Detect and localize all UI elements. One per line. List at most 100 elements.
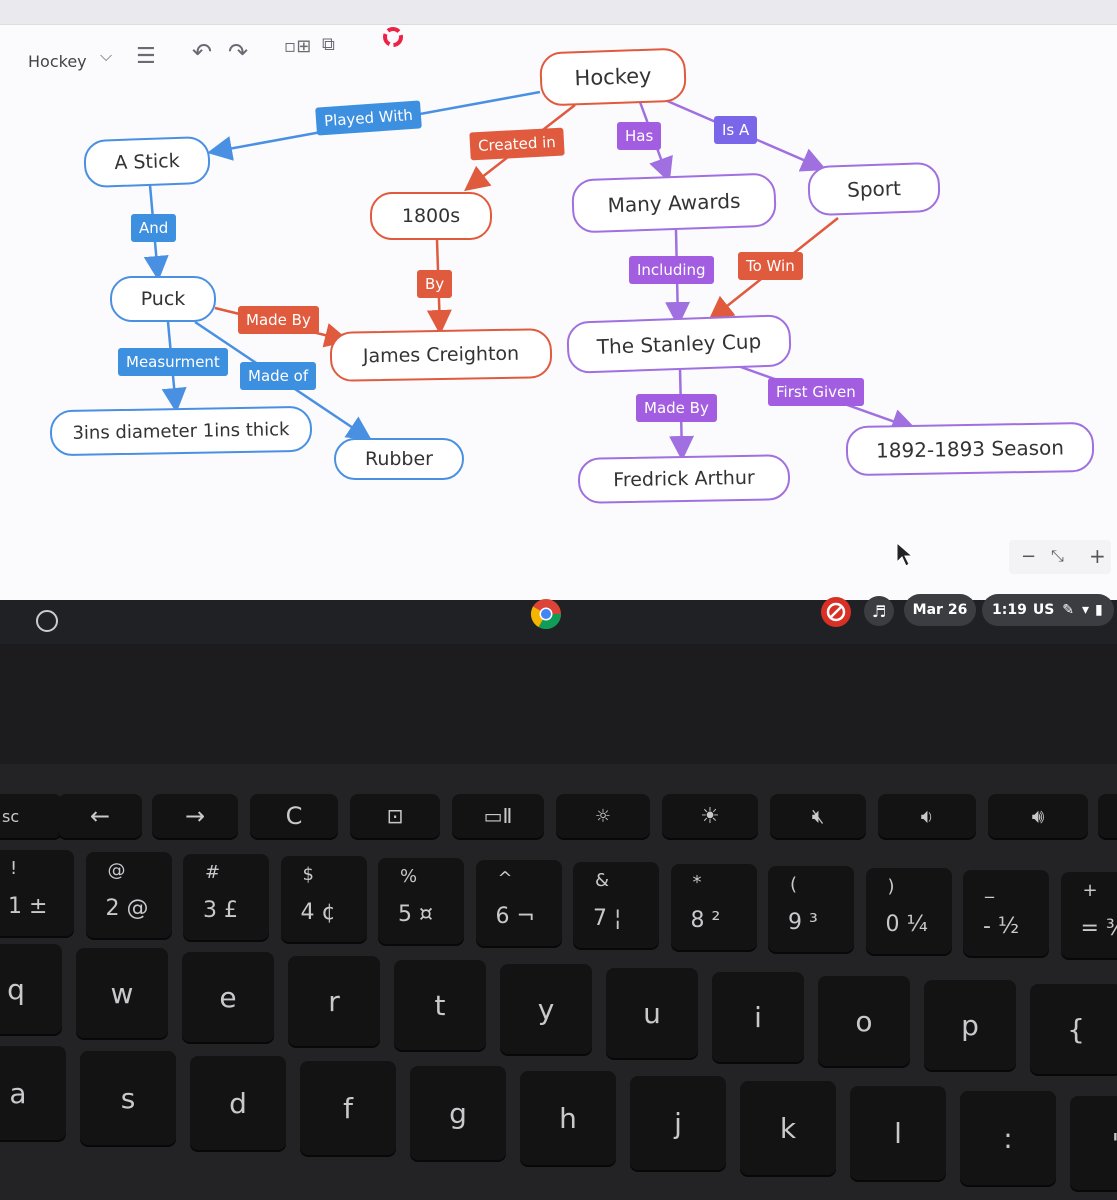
undo-icon[interactable]: ↶	[192, 38, 213, 66]
power-key[interactable]	[1098, 794, 1117, 838]
node-measurement[interactable]: 3ins diameter 1ins thick	[49, 405, 313, 457]
label-made-by[interactable]: Made By	[238, 306, 319, 334]
label-first-given[interactable]: First Given	[768, 378, 864, 406]
do-not-disturb-icon[interactable]	[820, 596, 852, 628]
key-num-5[interactable]: ^6 ¬	[475, 860, 562, 946]
key-home-5[interactable]: h	[520, 1071, 616, 1165]
label-and[interactable]: And	[131, 214, 177, 242]
key-num-9[interactable]: )0 ¼	[865, 868, 952, 954]
key-letter-2[interactable]: e	[182, 952, 274, 1042]
label-has[interactable]: Has	[617, 122, 662, 150]
label-is-a[interactable]: Is A	[714, 116, 758, 144]
key-num-top-label: %	[400, 866, 418, 887]
key-forward[interactable]: →	[152, 794, 238, 838]
node-rubber[interactable]: Rubber	[334, 438, 464, 480]
menu-icon[interactable]: ☰	[136, 44, 156, 69]
shelf-locale: US	[1032, 602, 1055, 618]
key-letter-5[interactable]: y	[500, 964, 592, 1054]
label-created-in[interactable]: Created in	[469, 127, 565, 161]
label-measurment[interactable]: Measurment	[118, 348, 228, 376]
map-name-selector[interactable]: Hockey	[28, 52, 87, 71]
status-area[interactable]: 1:19 US ✎ ▾ ▮	[982, 594, 1114, 626]
key-letter-1[interactable]: w	[76, 948, 168, 1038]
pen-icon: ✎	[1062, 602, 1075, 618]
key-back[interactable]: ←	[58, 794, 142, 838]
key-letter-0[interactable]: q	[0, 944, 62, 1034]
chevron-down-icon[interactable]: ⌵	[100, 46, 113, 65]
volume-up-icon[interactable]: 🔊︎	[988, 794, 1088, 838]
key-letter-8[interactable]: o	[818, 976, 910, 1066]
redo-icon[interactable]: ↷	[228, 38, 249, 66]
key-letter-3[interactable]: r	[288, 956, 380, 1046]
node-james-creighton[interactable]: James Creighton	[329, 328, 553, 382]
color-palette-icon[interactable]	[382, 26, 404, 48]
key-num-4[interactable]: %5 ¤	[378, 858, 464, 944]
node-hockey[interactable]: Hockey	[539, 47, 687, 107]
key-home-10[interactable]: "	[1070, 1096, 1117, 1190]
key-home-1[interactable]: s	[80, 1051, 176, 1145]
zoom-out-icon[interactable]: −	[1021, 546, 1037, 567]
launcher-icon[interactable]	[36, 610, 58, 632]
fit-screen-icon[interactable]: ⤡	[1051, 546, 1064, 565]
key-home-0[interactable]: a	[0, 1046, 66, 1140]
key-home-8[interactable]: l	[850, 1086, 946, 1180]
node-1800s[interactable]: 1800s	[370, 192, 492, 240]
mute-icon[interactable]: 🔇︎	[770, 794, 866, 838]
node-stanley-cup[interactable]: The Stanley Cup	[566, 314, 792, 374]
key-num-3[interactable]: $4 ¢	[280, 856, 367, 942]
editor-toolbar: Hockey ⌵ ☰ ↶ ↷ ▫⊞ ⧉	[0, 24, 1117, 94]
key-num-top-label: *	[692, 872, 702, 893]
key-letter-7[interactable]: i	[712, 972, 804, 1062]
key-letter-10[interactable]: {	[1030, 984, 1117, 1074]
key-home-4[interactable]: g	[410, 1066, 506, 1160]
volume-down-icon[interactable]: 🔉︎	[878, 794, 976, 838]
key-refresh[interactable]: C	[250, 794, 338, 838]
add-child-icon[interactable]: ⧉	[322, 34, 335, 55]
node-a-stick[interactable]: A Stick	[83, 135, 211, 189]
key-num-top-label: _	[985, 878, 994, 899]
label-including[interactable]: Including	[629, 256, 714, 284]
key-num-7[interactable]: * 8 ²	[670, 864, 757, 950]
add-sibling-icon[interactable]: ▫⊞	[284, 36, 312, 57]
key-num-10[interactable]: _- ½	[963, 870, 1049, 956]
laptop-screen: Hockey ⌵ ☰ ↶ ↷ ▫⊞ ⧉	[0, 0, 1117, 600]
node-puck[interactable]: Puck	[110, 276, 216, 322]
key-num-2[interactable]: #3 £	[183, 854, 269, 940]
key-home-9[interactable]: :	[960, 1091, 1056, 1185]
key-num-bottom-label: 8 ²	[690, 908, 721, 933]
brightness-up-icon[interactable]: ☀	[662, 794, 758, 838]
key-letter-4[interactable]: t	[394, 960, 486, 1050]
label-by[interactable]: By	[417, 270, 453, 298]
fullscreen-key-icon[interactable]: ⊡	[350, 794, 440, 838]
key-num-bottom-label: 7 ¦	[593, 906, 622, 931]
key-num-8[interactable]: (9 ³	[768, 866, 854, 952]
label-made-by-purple[interactable]: Made By	[636, 394, 717, 422]
key-num-top-label: !	[10, 858, 18, 879]
key-num-6[interactable]: &7 ¦	[573, 862, 659, 948]
shelf-date[interactable]: Mar 26	[904, 594, 976, 626]
label-made-of[interactable]: Made of	[240, 362, 317, 390]
chrome-browser-icon[interactable]	[530, 598, 562, 630]
overview-key-icon[interactable]: ▭Ⅱ	[452, 794, 544, 838]
browser-tab-strip	[0, 0, 1117, 25]
key-home-3[interactable]: f	[300, 1061, 396, 1155]
key-num-0[interactable]: !1 ±	[0, 850, 74, 936]
key-letter-6[interactable]: u	[606, 968, 698, 1058]
key-home-6[interactable]: j	[630, 1076, 726, 1170]
node-fredrick-arthur[interactable]: Fredrick Arthur	[577, 454, 791, 504]
node-sport[interactable]: Sport	[807, 161, 941, 217]
node-season[interactable]: 1892-1893 Season	[845, 421, 1095, 477]
zoom-in-icon[interactable]: +	[1089, 544, 1106, 568]
key-letter-9[interactable]: p	[924, 980, 1016, 1070]
key-esc[interactable]: sc	[0, 794, 62, 838]
key-home-7[interactable]: k	[740, 1081, 836, 1175]
node-many-awards[interactable]: Many Awards	[571, 172, 777, 234]
shelf-time: 1:19	[992, 602, 1027, 618]
key-num-11[interactable]: += ¾	[1060, 872, 1117, 958]
key-num-1[interactable]: @2 @	[85, 852, 172, 938]
key-home-2[interactable]: d	[190, 1056, 286, 1150]
media-controls-icon[interactable]: ♬	[864, 596, 894, 626]
brightness-down-icon[interactable]: ☼	[556, 794, 650, 838]
battery-icon: ▮	[1095, 602, 1103, 618]
label-to-win[interactable]: To Win	[738, 252, 803, 280]
